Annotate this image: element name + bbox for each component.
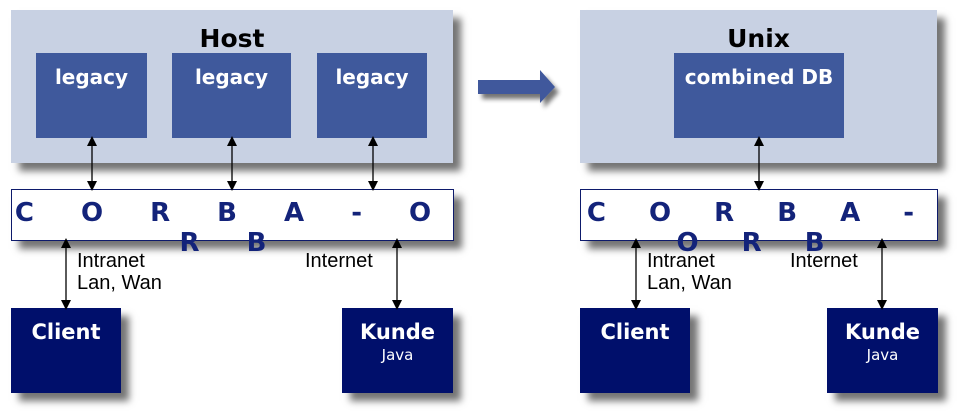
client-box-right: Client xyxy=(580,308,690,393)
kunde-box-right: Kunde Java xyxy=(827,308,938,393)
client-box-left: Client xyxy=(11,308,121,393)
kunde-name: Kunde xyxy=(844,320,921,344)
intranet-label-left: Intranet Lan, Wan xyxy=(77,250,162,294)
internet-label-left: Internet xyxy=(305,250,373,272)
intranet-label-line1: Intranet xyxy=(77,250,145,272)
legacy-box-3: legacy xyxy=(317,53,427,138)
corba-orb-left: C O R B A - O R B xyxy=(11,189,454,258)
kunde-name: Kunde xyxy=(359,320,436,344)
legacy-box-1: legacy xyxy=(36,53,147,138)
client-name: Client xyxy=(600,320,670,344)
intranet-label-line1: Intranet xyxy=(647,250,715,272)
kunde-sub: Java xyxy=(866,346,899,364)
unix-title: Unix xyxy=(727,24,790,53)
combined-db-box: combined DB xyxy=(674,53,844,138)
migration-arrow-icon xyxy=(478,70,555,103)
kunde-box-left: Kunde Java xyxy=(342,308,453,393)
intranet-label-right: Intranet Lan, Wan xyxy=(647,250,732,294)
legacy-box-2: legacy xyxy=(172,53,291,138)
intranet-label-line2: Lan, Wan xyxy=(77,272,162,294)
internet-label-right: Internet xyxy=(790,250,858,272)
host-title: Host xyxy=(199,24,265,53)
kunde-sub: Java xyxy=(381,346,414,364)
client-name: Client xyxy=(31,320,101,344)
intranet-label-line2: Lan, Wan xyxy=(647,272,732,294)
